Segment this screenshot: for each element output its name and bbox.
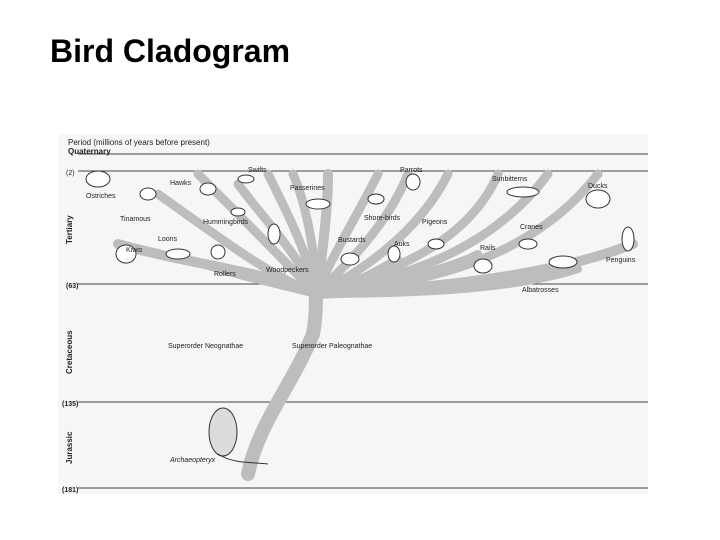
taxon-rails: Rails bbox=[480, 245, 496, 252]
taxon-ostriches: Ostriches bbox=[86, 193, 116, 200]
taxon-sunbitterns: Sunbitterns bbox=[492, 176, 528, 183]
duck-illustration bbox=[585, 189, 611, 209]
age-2-label: (2) bbox=[66, 170, 75, 177]
crane-illustration bbox=[518, 238, 538, 250]
taxon-penguins: Penguins bbox=[606, 257, 636, 264]
age-135-label: (135) bbox=[62, 401, 78, 408]
rail-illustration bbox=[473, 258, 493, 274]
period-tertiary-label: Tertiary bbox=[65, 215, 74, 244]
swift-illustration bbox=[237, 174, 255, 184]
taxon-woodpeckers: Woodpeckers bbox=[266, 267, 309, 274]
age-63-label: (63) bbox=[66, 283, 78, 290]
woodpecker-illustration bbox=[267, 223, 281, 245]
taxon-loons: Loons bbox=[158, 236, 178, 243]
taxon-cranes: Cranes bbox=[520, 224, 543, 231]
cladogram-svg: Period (millions of years before present… bbox=[58, 134, 648, 494]
slide-title: Bird Cladogram bbox=[50, 33, 291, 69]
taxon-tinamous: Tinamous bbox=[120, 216, 151, 223]
albatross-illustration bbox=[548, 255, 578, 269]
taxon-shorebirds: Shore-birds bbox=[364, 215, 401, 222]
archaeopteryx-illustration bbox=[208, 407, 238, 457]
hawk-illustration bbox=[199, 182, 217, 196]
roller-illustration bbox=[210, 244, 226, 260]
branch-8 bbox=[311, 169, 383, 299]
pigeon-illustration bbox=[427, 238, 445, 250]
passerine-illustration bbox=[305, 198, 331, 210]
taxon-albatrosses: Albatrosses bbox=[522, 287, 559, 294]
taxon-kiwis: Kiwis bbox=[126, 247, 143, 254]
taxon-rollers: Rollers bbox=[214, 271, 236, 278]
age-181-label: (181) bbox=[62, 487, 78, 494]
period-cretaceous-label: Cretaceous bbox=[65, 330, 74, 374]
taxon-labels: Ostriches Tinamous Hawks Swifts Hummingb… bbox=[86, 167, 636, 294]
taxon-ducks: Ducks bbox=[588, 183, 608, 190]
ostrich-illustration bbox=[85, 170, 111, 188]
axis-title: Period (millions of years before present… bbox=[68, 138, 210, 147]
shorebird-illustration bbox=[367, 193, 385, 205]
taxon-hawks: Hawks bbox=[170, 180, 192, 187]
branch-9 bbox=[311, 169, 413, 299]
branch-15 bbox=[312, 265, 582, 298]
branch-18 bbox=[312, 255, 402, 298]
quaternary-label: Quaternary bbox=[68, 147, 111, 156]
phylogeny-tree bbox=[113, 169, 638, 481]
taxon-hummingbirds: Hummingbirds bbox=[203, 219, 249, 226]
taxon-parrots: Parrots bbox=[400, 167, 423, 174]
parrot-illustration bbox=[405, 173, 421, 191]
branch-17 bbox=[184, 255, 320, 298]
superorder-paleognathae-label: Superorder Paleognathae bbox=[292, 343, 372, 350]
auk-illustration bbox=[387, 245, 401, 263]
archaeopteryx-label: Archaeopteryx bbox=[169, 457, 216, 464]
sunbittern-illustration bbox=[506, 186, 540, 198]
bird-illustrations bbox=[85, 170, 635, 465]
taxon-bustards: Bustards bbox=[338, 237, 366, 244]
archaeopteryx-tail bbox=[217, 453, 269, 465]
penguin-illustration bbox=[621, 226, 635, 252]
taxon-swifts: Swifts bbox=[248, 167, 267, 174]
tinamou-illustration bbox=[139, 187, 157, 201]
loon-illustration bbox=[165, 248, 191, 260]
bustard-illustration bbox=[340, 252, 360, 266]
taxon-pigeons: Pigeons bbox=[422, 219, 448, 226]
period-jurassic-label: Jurassic bbox=[65, 431, 74, 464]
hummingbird-illustration bbox=[230, 207, 246, 217]
cladogram-figure: Period (millions of years before present… bbox=[58, 134, 648, 494]
taxon-auks: Auks bbox=[394, 241, 410, 248]
superorder-neognathae-label: Superorder Neognathae bbox=[168, 343, 243, 350]
trunk-lower bbox=[241, 327, 320, 481]
kiwi-illustration bbox=[115, 244, 137, 264]
taxon-passerines: Passerines bbox=[290, 185, 325, 192]
